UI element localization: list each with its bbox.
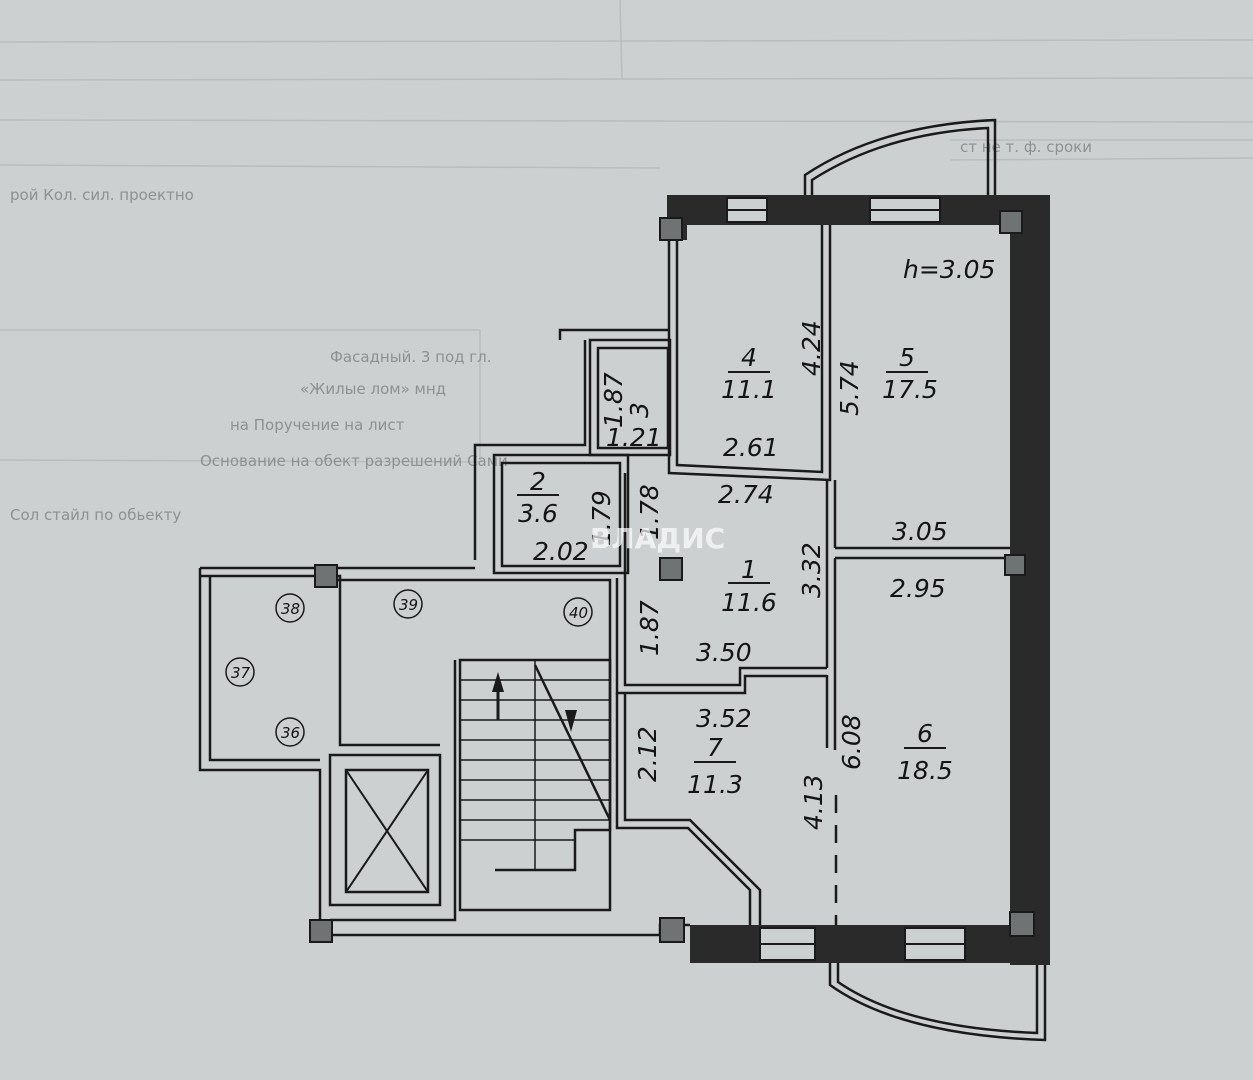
room-1-label: 1 11.6 bbox=[721, 555, 777, 617]
room-5-label: 5 17.5 bbox=[882, 343, 938, 404]
room-2-label: 2 3.6 bbox=[517, 467, 559, 528]
room-4-label: 4 11.1 bbox=[721, 343, 777, 404]
dim-r1-top: 2.74 bbox=[718, 480, 774, 509]
stair-up-arrow-icon bbox=[492, 672, 504, 720]
plan-text: 5 bbox=[899, 343, 915, 372]
room-7-label: 7 11.3 bbox=[687, 733, 743, 799]
dim-r4-height: 4.24 bbox=[797, 320, 826, 376]
plan-text: 1.21 bbox=[606, 423, 662, 452]
marker-circles bbox=[225, 589, 593, 747]
ghost-line: на Поручение на лист bbox=[230, 416, 405, 434]
dim-r5-height: 5.74 bbox=[835, 360, 864, 416]
plan-text: 2 bbox=[530, 467, 546, 496]
balcony-bottom bbox=[828, 960, 1047, 1042]
balcony-top bbox=[803, 118, 997, 195]
marker-39: 39 bbox=[399, 596, 418, 614]
dim-r7-top: 3.52 bbox=[696, 704, 752, 733]
ghost-line: рой Кол. сил. проектно bbox=[10, 186, 194, 204]
marker-40: 40 bbox=[569, 604, 588, 622]
exterior-walls bbox=[667, 195, 1050, 965]
plan-text: 11.1 bbox=[721, 375, 777, 404]
plan-text: 6 bbox=[917, 719, 933, 748]
watermark: ВЛАДИС bbox=[590, 522, 725, 555]
dim-r1-bottom: 3.50 bbox=[696, 638, 752, 667]
stair-down-arrow-icon bbox=[565, 710, 577, 732]
plan-text: 3 bbox=[625, 402, 654, 418]
dim-r2-right: 1.79 bbox=[587, 490, 616, 546]
dim-r2-bottom: 2.02 bbox=[533, 537, 589, 566]
ghost-line: Основание на обект разрешений Сами bbox=[200, 452, 508, 470]
dim-r1-left: 1.87 bbox=[635, 600, 664, 656]
interior-walls bbox=[198, 225, 1010, 937]
ghost-line: «Жилые лом» мнд bbox=[300, 380, 446, 398]
marker-36: 36 bbox=[281, 724, 300, 742]
windows bbox=[726, 197, 966, 961]
stair-treads bbox=[460, 660, 612, 870]
marker-38: 38 bbox=[281, 600, 300, 618]
plan-text: 4 bbox=[741, 343, 757, 372]
dim-r1-right: 3.32 bbox=[797, 542, 826, 598]
ghost-line: Сол стайл по обьекту bbox=[10, 506, 181, 524]
room-6-label: 6 18.5 bbox=[897, 719, 953, 785]
dim-r5-bottom: 3.05 bbox=[892, 517, 948, 546]
ghost-line: ст не т. ф. сроки bbox=[960, 138, 1092, 156]
dim-r7-left: 2.12 bbox=[633, 726, 662, 782]
room-3-label: 1.87 3 1.21 bbox=[599, 372, 662, 452]
plan-text: 18.5 bbox=[897, 756, 953, 785]
columns bbox=[309, 210, 1035, 943]
dim-r1-left-top: 1.78 bbox=[635, 484, 664, 540]
ghost-line: Фасадный. 3 под гл. bbox=[330, 348, 492, 366]
plan-text: 1 bbox=[741, 555, 757, 584]
marker-37: 37 bbox=[231, 664, 251, 682]
plan-text: 11.3 bbox=[687, 770, 743, 799]
dim-r4-width: 2.61 bbox=[723, 433, 779, 462]
background-text: Фасадный. 3 под гл. «Жилые лом» мнд на П… bbox=[10, 138, 1092, 524]
ceiling-height-label: h=3.05 bbox=[903, 255, 995, 284]
dim-r6-height: 6.08 bbox=[837, 714, 866, 770]
plan-text: 11.6 bbox=[721, 588, 777, 617]
elevator-icon bbox=[345, 769, 429, 893]
dim-r7-right: 4.13 bbox=[799, 774, 828, 830]
dim-r6-top: 2.95 bbox=[890, 574, 946, 603]
plan-text: 17.5 bbox=[882, 375, 938, 404]
background-form-lines bbox=[0, 0, 1253, 463]
plan-text: 1.87 bbox=[599, 372, 628, 428]
plan-text: 7 bbox=[707, 733, 723, 762]
plan-text: 3.6 bbox=[518, 499, 558, 528]
